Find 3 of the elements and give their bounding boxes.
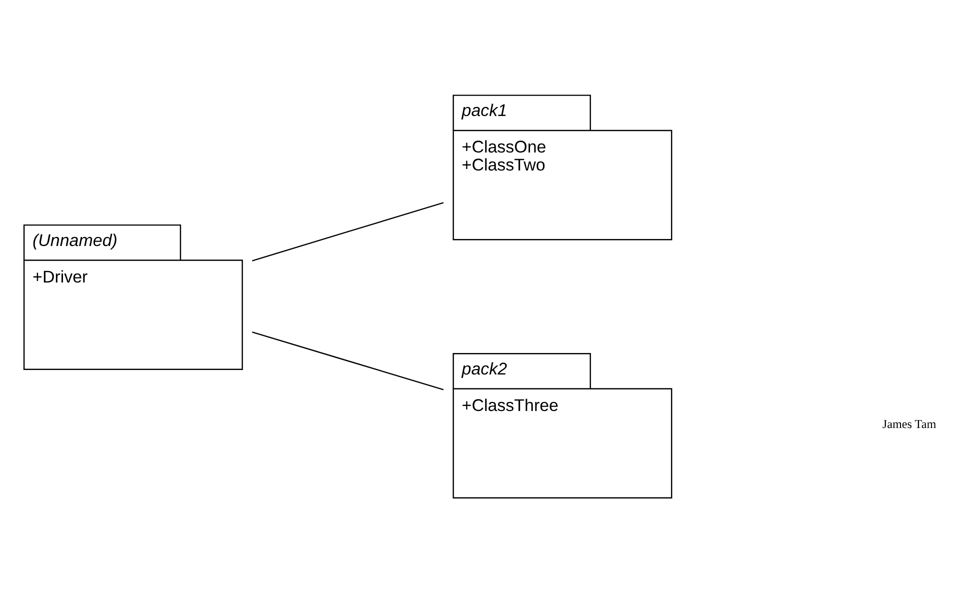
connector	[252, 202, 444, 262]
connector	[252, 332, 444, 390]
label: James Tam	[882, 417, 936, 432]
